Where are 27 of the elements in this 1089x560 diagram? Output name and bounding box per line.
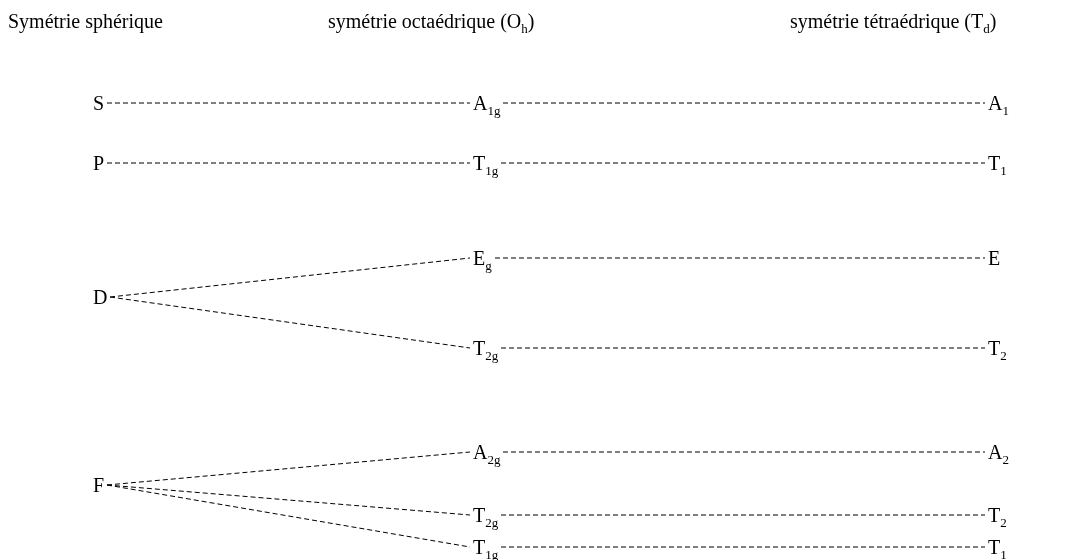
term-symbol: A$_{2}$ bbox=[985, 440, 1012, 464]
term-symbol: A$_{1}$ bbox=[985, 91, 1012, 115]
term-symbol: F bbox=[90, 473, 108, 497]
term-symbol: P bbox=[90, 151, 108, 175]
dashed-connector bbox=[106, 162, 471, 164]
dashed-connector bbox=[500, 514, 986, 516]
column-heading: symétrie octaédrique (O$_{h}$) bbox=[328, 10, 535, 33]
term-symbol: E bbox=[985, 246, 1004, 270]
dashed-connector bbox=[106, 102, 471, 104]
dashed-connector bbox=[500, 162, 986, 164]
term-symbol: T$_{2}$ bbox=[985, 503, 1010, 527]
dashed-connector bbox=[109, 296, 471, 349]
term-symbol: T$_{1}$ bbox=[985, 535, 1010, 559]
dashed-connector bbox=[106, 484, 471, 516]
dashed-connector bbox=[109, 257, 471, 298]
column-heading: Symétrie sphérique bbox=[8, 10, 163, 33]
column-heading: symétrie tétraédrique (T$_{d}$) bbox=[790, 10, 997, 33]
term-symbol: D bbox=[90, 285, 111, 309]
dashed-connector bbox=[106, 451, 471, 486]
term-symbol: T$_{2}$ bbox=[985, 336, 1010, 360]
term-symbol: T$_{1}$ bbox=[985, 151, 1010, 175]
dashed-connector bbox=[500, 347, 986, 349]
dashed-connector bbox=[502, 451, 986, 453]
term-symbol: S bbox=[90, 91, 108, 115]
dashed-connector bbox=[500, 546, 986, 548]
dashed-connector bbox=[502, 102, 986, 104]
dashed-connector bbox=[494, 257, 986, 259]
